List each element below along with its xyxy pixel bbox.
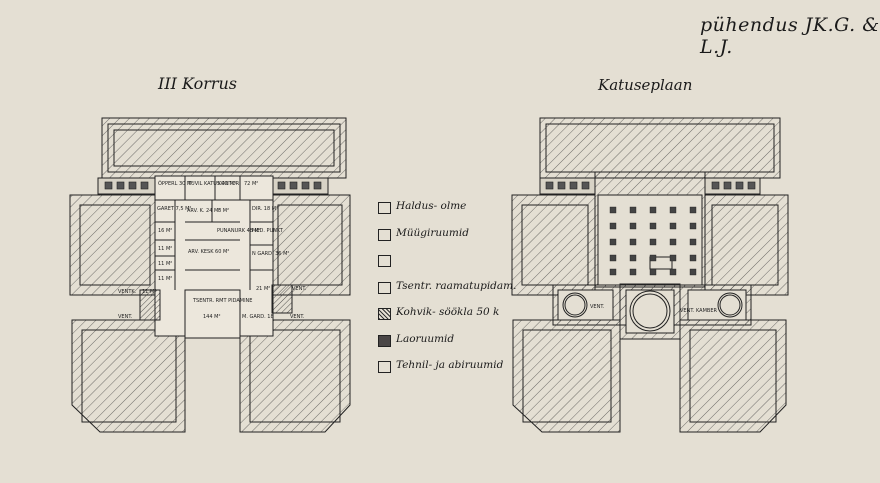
- skylight: [689, 254, 697, 262]
- room-8m: 8 M²: [218, 208, 229, 214]
- skylight: [669, 254, 677, 262]
- skylight: [609, 206, 617, 214]
- skylight: [689, 268, 697, 276]
- skylight: [669, 206, 677, 214]
- legend-item: Haldus- olme: [378, 200, 528, 227]
- skylight: [609, 268, 617, 276]
- skylight: [609, 222, 617, 230]
- room-16: 16 M²: [158, 228, 172, 234]
- legend-swatch-dark: [378, 334, 391, 347]
- legend-swatch: [378, 228, 391, 241]
- legend-item: Müügiruumid: [378, 227, 528, 254]
- legend: Haldus- olme Müügiruumid Tsentr. raamatu…: [378, 200, 528, 386]
- legend-label: Tehnil- ja abiruumid: [396, 359, 504, 371]
- room-punanurk: PUNANURK 48 M²: [217, 228, 261, 234]
- room-m-gard: M. GARD. 18: [242, 314, 274, 320]
- skylight: [649, 222, 657, 230]
- skylight: [629, 222, 637, 230]
- legend-label: Tsentr. raamatupidam.: [396, 279, 517, 292]
- skylight: [649, 206, 657, 214]
- room-arv-k: ARV. K. 24 M²: [187, 208, 220, 214]
- legend-swatch: [378, 202, 391, 214]
- roof-window-row: [545, 181, 756, 190]
- skylight: [669, 238, 677, 246]
- skylight: [669, 268, 677, 276]
- skylight: [689, 222, 697, 230]
- room-tuvil: TUVIL KATUS 42 M²: [187, 181, 236, 187]
- dedication-inscription: pühendus JK.G. & L.J.: [700, 14, 880, 58]
- room-kontor-area: 72 M²: [244, 181, 258, 187]
- skylight-grid: [609, 206, 697, 276]
- room-n-gard: N GARD. 36 M²: [252, 251, 289, 257]
- room-ventk-area: 11 M²: [142, 289, 156, 295]
- floor-plan-title: III Korrus: [158, 74, 238, 93]
- legend-label: Laoruumid: [396, 332, 455, 345]
- roof-plan-title: Katuseplaan: [598, 76, 693, 94]
- room-vent-right: VENT.: [292, 286, 307, 292]
- room-11c: 11 M²: [158, 276, 172, 282]
- room-vent-bottom-right: VENT.: [290, 314, 305, 320]
- legend-item: Laoruumid: [378, 333, 528, 360]
- room-tsentr: TSENTR. RMT PIDAMINE: [192, 298, 252, 304]
- room-dir: DIR. 18 M²: [252, 206, 278, 212]
- skylight: [689, 206, 697, 214]
- skylight: [629, 254, 637, 262]
- legend-swatch-hatched: [378, 308, 391, 320]
- legend-label: Haldus- olme: [396, 200, 467, 212]
- room-garet: GARET 7,5 M²: [157, 206, 191, 212]
- room-opperl: ÕPPERL 30 M²: [158, 180, 193, 187]
- room-11a: 11 M²: [158, 246, 172, 252]
- skylight: [649, 238, 657, 246]
- room-ventk: VENTK.: [118, 289, 137, 295]
- room-med-punkt: MED. PUNKT: [252, 228, 284, 234]
- roof-label-vent-kamber: VENT. KAMBER: [680, 308, 717, 314]
- skylight: [609, 254, 617, 262]
- skylight: [629, 268, 637, 276]
- legend-swatch: [378, 255, 391, 267]
- skylight: [629, 206, 637, 214]
- room-arv-kesk: ARV. KESK 60 M²: [188, 249, 229, 255]
- room-tsentr-area: 144 M²: [203, 314, 220, 320]
- legend-item: Tsentr. raamatupidam.: [378, 280, 528, 307]
- room-21: 21 M²: [256, 286, 270, 292]
- skylight: [689, 238, 697, 246]
- legend-item: Tehnil- ja abiruumid: [378, 359, 528, 386]
- skylight: [649, 268, 657, 276]
- roof-plan: [511, 117, 789, 433]
- legend-item: Kohvik- söökla 50 k: [378, 306, 528, 333]
- skylight: [649, 254, 657, 262]
- room-kontor: KONTOR: [218, 181, 240, 187]
- skylight: [669, 222, 677, 230]
- legend-swatch: [378, 361, 391, 373]
- legend-label: Müügiruumid: [396, 226, 469, 239]
- room-labels: ÕPPERL 30 M² TUVIL KATUS 42 M² KONTOR 72…: [118, 180, 307, 320]
- skylight: [629, 238, 637, 246]
- legend-swatch: [378, 281, 391, 294]
- roof-label-vent: VENT.: [590, 304, 605, 310]
- legend-label: Kohvik- söökla 50 k: [396, 306, 500, 318]
- floor-plan: [69, 117, 351, 433]
- room-11b: 11 M²: [158, 261, 172, 267]
- top-wing-roof: [101, 117, 347, 179]
- skylight: [609, 238, 617, 246]
- window-row: [104, 181, 322, 190]
- room-vent-bottom-left: VENT.: [118, 314, 133, 320]
- legend-item: [378, 253, 528, 280]
